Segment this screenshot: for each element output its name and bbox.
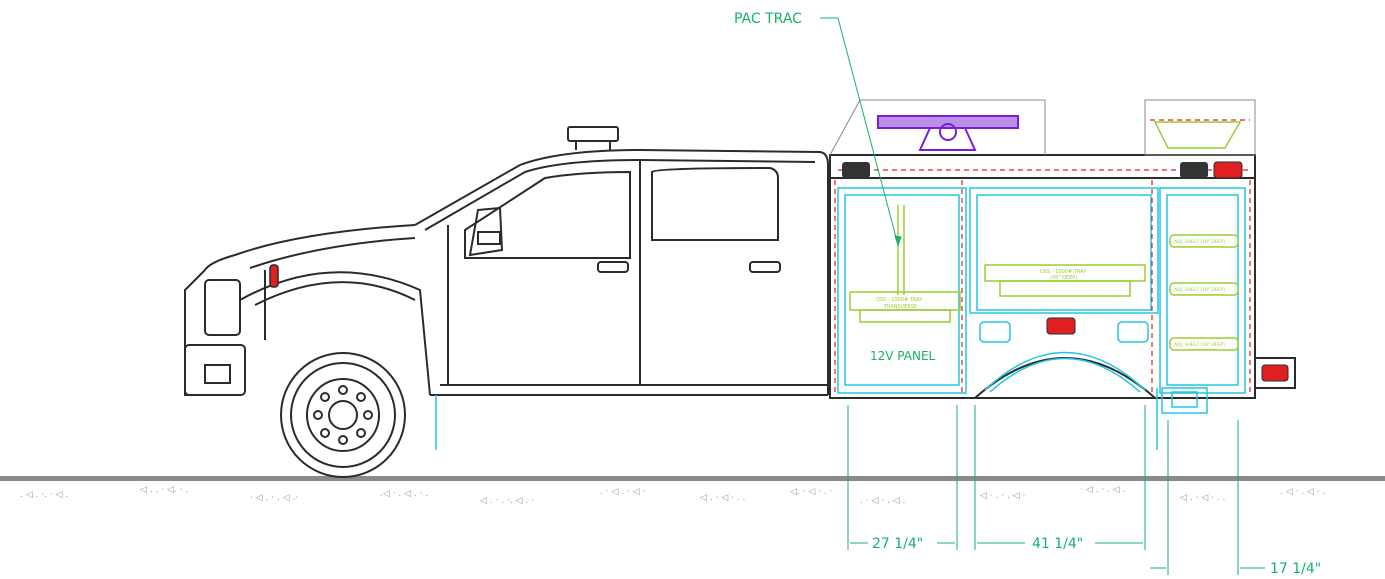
svg-text:◁ . · . ·. ◁ . ·: ◁ . · . ·. ◁ . ·	[480, 496, 534, 506]
svg-text:.◁ · . ◁ . · .: .◁ · . ◁ . · .	[380, 489, 428, 499]
dimension-2: 41 1/4"	[1032, 536, 1083, 552]
svg-text:· ◁ . · . ◁ .: · ◁ . · . ◁ .	[1080, 485, 1125, 495]
front-marker-light	[269, 264, 279, 288]
compartment-frames	[435, 187, 1246, 450]
shelf-label-2: ADJ. SHELF (18" DEEP)	[1174, 287, 1225, 293]
svg-text:◁ . . · ◁. · .: ◁ . . · ◁. · .	[140, 485, 188, 495]
tray-mid-line1: OSS - 1000# TRAY	[1040, 269, 1087, 275]
tray-mid-line2: (45" DEEP)	[1050, 275, 1077, 281]
shelf-label-3: ADJ. SHELF (18" DEEP)	[1174, 342, 1225, 348]
shelf-label-1: ADJ. SHELF (18" DEEP)	[1174, 239, 1225, 245]
panel-12v-label: 12V PANEL	[870, 349, 936, 363]
dimension-3: 17 1/4"	[1270, 561, 1321, 577]
tray-left-line2: TRANSVERSE	[883, 304, 917, 310]
pac-trac-label: PAC TRAC	[734, 11, 802, 27]
dimension-1: 27 1/4"	[872, 536, 923, 552]
ground: . ◁ . ·. · ◁ . ◁ . . · ◁. · . · ◁ . · . …	[0, 476, 1385, 506]
svg-text:. ◁ · . ◁ · .: . ◁ · . ◁ · .	[1280, 487, 1325, 497]
svg-text:· ◁ . · . ◁ .·: · ◁ . · . ◁ .·	[250, 493, 298, 503]
lime-equipment	[849, 121, 1242, 351]
svg-text:◁ . · ◁ · . .: ◁ . · ◁ · . .	[1180, 493, 1225, 503]
purple-beacon	[877, 115, 1019, 151]
dimension-lines	[847, 405, 1265, 575]
ground-hatch: . ◁ . ·. · ◁ . ◁ . . · ◁. · . · ◁ . · . …	[20, 485, 1325, 506]
svg-text:. · ◁ · . ◁ .: . · ◁ · . ◁ .	[860, 496, 905, 506]
svg-text:◁ · . · . ◁ ·: ◁ · . · . ◁ ·	[980, 491, 1025, 501]
tray-left-line1: OSS - 1000# TRAY	[876, 297, 923, 303]
front-wheel	[280, 352, 406, 478]
svg-text:◁ . · ◁ · . .: ◁ . · ◁ · . .	[700, 493, 745, 503]
svg-text:◁. · ◁ · . ·: ◁. · ◁ · . ·	[790, 487, 832, 497]
svg-text:. · ◁ . · ◁ ·: . · ◁ . · ◁ ·	[600, 487, 645, 497]
body-lights	[842, 161, 1289, 382]
svg-text:. ◁ . ·. · ◁ .: . ◁ . ·. · ◁ .	[20, 490, 68, 500]
truck-cab	[184, 126, 829, 396]
pac-trac-leader	[820, 17, 902, 247]
